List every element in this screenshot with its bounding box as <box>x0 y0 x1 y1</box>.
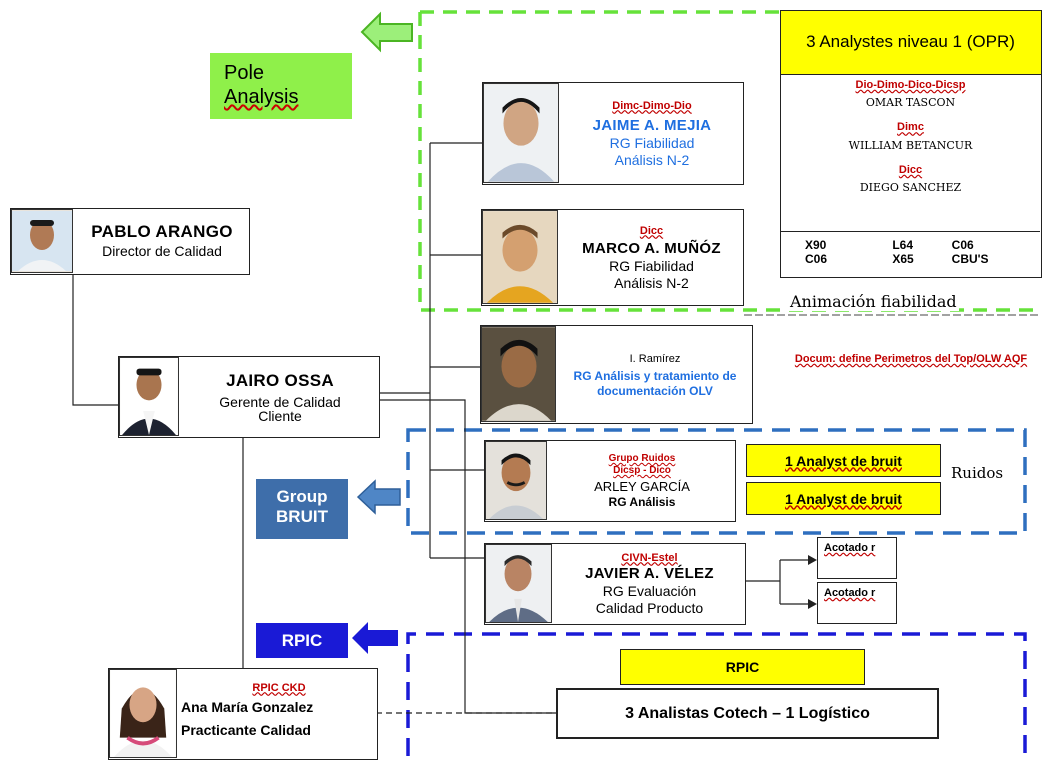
animacion-fiabilidad-label: Animación fiabilidad <box>788 292 959 311</box>
marco-title-2: Análisis N-2 <box>614 274 689 291</box>
marco-photo <box>482 210 558 304</box>
javier-title-2: Calidad Producto <box>595 599 704 616</box>
pablo-photo <box>11 209 73 273</box>
arley-photo <box>485 441 547 520</box>
ramirez-name: I. Ramírez <box>629 352 681 365</box>
group-bruit-label: Group BRUIT <box>256 479 348 539</box>
ana-title: Practicante Calidad <box>181 721 311 738</box>
arley-garcia-card: Grupo Ruidos Dicsp - Dico ARLEY GARCÍA R… <box>484 440 736 522</box>
jaime-mejia-card: Dimc-Dimo-Dio JAIME A. MEJIA RG Fiabilid… <box>482 82 744 185</box>
jairo-name: JAIRO OSSA <box>226 371 334 391</box>
javier-role: CIVN-Estel <box>621 551 678 564</box>
analyst-name-diego: DIEGO SANCHEZ <box>859 180 962 194</box>
arley-role-1: Grupo Ruidos <box>608 453 676 464</box>
analysts-level1-header: 3 Analystes niveau 1 (OPR) <box>779 9 1042 75</box>
jaime-title-1: RG Fiabilidad <box>609 134 695 151</box>
ramirez-title: RG Análisis y tratamiento de documentaci… <box>573 369 737 399</box>
acotador-box-2: Acotado r <box>817 582 897 624</box>
pablo-title: Director de Calidad <box>102 242 222 259</box>
analysts-level1-box: 3 Analystes niveau 1 (OPR) Dio-Dimo-Dico… <box>779 9 1042 278</box>
jaime-role: Dimc-Dimo-Dio <box>612 99 692 112</box>
jairo-title-2: Cliente <box>258 407 302 424</box>
jaime-title-2: Análisis N-2 <box>614 151 690 168</box>
rpic-box: RPIC <box>620 649 865 685</box>
ramirez-card: I. Ramírez RG Análisis y tratamiento de … <box>480 325 753 424</box>
blue-arrow-icon <box>356 479 401 515</box>
vehicle-codes: X90 L64 C06 C06 X65 CBU'S <box>805 238 989 267</box>
arley-title: RG Análisis <box>608 494 676 509</box>
cotech-box: 3 Analistas Cotech – 1 Logístico <box>556 688 939 739</box>
marco-role: Dicc <box>639 224 664 237</box>
marco-name: MARCO A. MUÑÓZ <box>582 239 721 257</box>
marco-munoz-card: Dicc MARCO A. MUÑÓZ RG Fiabilidad Anális… <box>481 209 744 306</box>
analysts-role-1: Dio-Dimo-Dico-Dicsp <box>855 79 966 91</box>
analysts-role-3: Dicc <box>898 163 923 176</box>
javier-title-1: RG Evaluación <box>602 582 697 599</box>
ana-gonzalez-card: RPIC CKD Ana María Gonzalez Practicante … <box>108 668 378 760</box>
jairo-photo <box>119 357 179 436</box>
rpic-arrow-icon <box>352 622 398 654</box>
javier-velez-card: CIVN-Estel JAVIER A. VÉLEZ RG Evaluación… <box>484 543 746 625</box>
ana-photo <box>109 669 177 758</box>
ruidos-label: Ruidos <box>948 464 1007 482</box>
ana-role: RPIC CKD <box>252 681 306 694</box>
arley-name: ARLEY GARCÍA <box>594 479 690 494</box>
jaime-name: JAIME A. MEJIA <box>592 116 712 134</box>
green-arrow-icon <box>360 11 413 53</box>
jairo-title-1: Gerente de Calidad <box>219 393 341 410</box>
jairo-ossa-card: JAIRO OSSA Gerente de Calidad Cliente <box>118 356 380 438</box>
pole-analysis-label: Pole Analysis <box>210 53 352 119</box>
analyst-bruit-box-2: 1 Analyst de bruit <box>746 482 941 515</box>
ramirez-photo <box>481 326 556 422</box>
docum-note: Docum: define Perimetros del Top/OLW AQF <box>794 353 1028 365</box>
arley-role-2: Dicsp - Dico <box>613 465 671 476</box>
pablo-name: PABLO ARANGO <box>91 222 233 242</box>
marco-title-1: RG Fiabilidad <box>609 257 694 274</box>
pablo-arango-card: PABLO ARANGO Director de Calidad <box>10 208 250 275</box>
analysts-role-2: Dimc <box>897 121 924 134</box>
jaime-photo <box>483 83 559 183</box>
analyst-name-omar: OMAR TASCON <box>865 96 956 110</box>
analyst-name-william: WILLIAM BETANCUR <box>848 138 973 152</box>
ana-name: Ana María Gonzalez <box>181 698 314 715</box>
rpic-label: RPIC <box>256 623 348 658</box>
acotador-box-1: Acotado r <box>817 537 897 579</box>
analyst-bruit-box-1: 1 Analyst de bruit <box>746 444 941 477</box>
javier-name: JAVIER A. VÉLEZ <box>585 564 714 582</box>
javier-photo <box>485 544 552 623</box>
